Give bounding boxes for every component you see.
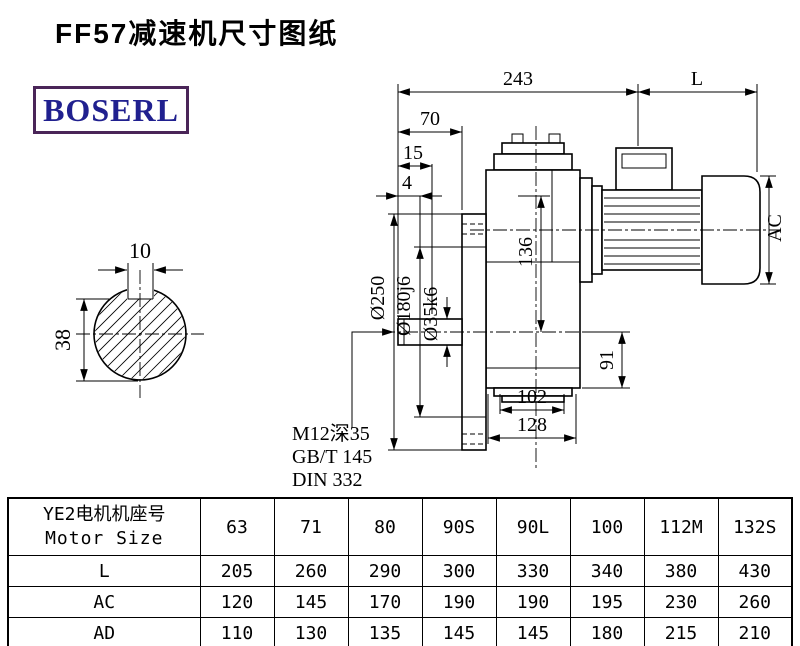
size-col: 63 [199,497,275,556]
cell: 230 [643,586,719,618]
terminal-box [615,147,673,191]
cell: 180 [569,617,645,646]
dia-35-label: Ø35k6 [420,287,442,341]
motor-size-header: YE2电机机座号 Motor Size [7,497,201,556]
dimension-lines: 10 38 243 L 70 15 [50,68,786,451]
motor-fins [604,197,700,265]
cell: 380 [643,555,719,587]
cell: 260 [273,555,349,587]
cell: 210 [717,617,793,646]
dim-15: 15 [403,142,423,164]
cell: 145 [495,617,571,646]
dim-70: 70 [420,108,440,130]
keyway-notch [127,285,154,299]
cell: 290 [347,555,423,587]
cell: 145 [421,617,497,646]
header-cn: YE2电机机座号 [42,503,166,525]
dim-91: 91 [596,350,618,370]
tapped-hole-note: M12深35 GB/T 145 DIN 332 [292,328,394,491]
size-col: 90L [495,497,571,556]
dim-243: 243 [503,68,533,90]
dim-136: 136 [515,237,537,267]
table-row-AD: AD 110 130 135 145 145 180 215 210 [7,617,793,646]
gear-housing [485,133,581,403]
brand-logo: BOSERL [33,86,189,134]
motor [579,147,761,285]
dim-l: L [691,68,703,90]
row-label: AC [7,586,201,618]
main-view [358,126,780,468]
row-label: AD [7,617,201,646]
cell: 215 [643,617,719,646]
technical-drawing: 10 38 243 L 70 15 [50,68,786,491]
table-row-L: L 205 260 290 300 330 340 380 430 [7,555,793,587]
dim-10: 10 [129,238,151,263]
cell: 300 [421,555,497,587]
cell: 205 [199,555,275,587]
cell: 260 [717,586,793,618]
table-row-AC: AC 120 145 170 190 190 195 230 260 [7,586,793,618]
dim-ac: AC [764,214,786,242]
cell: 190 [421,586,497,618]
dim-128: 128 [517,414,547,436]
page-title: FF57减速机尺寸图纸 [55,18,339,49]
table-header-row: YE2电机机座号 Motor Size 63 71 80 90S 90L 100… [7,497,793,556]
size-col: 90S [421,497,497,556]
dim-38: 38 [50,329,75,351]
row-label: L [7,555,201,587]
size-col: 112M [643,497,719,556]
cell: 130 [273,617,349,646]
size-col: 100 [569,497,645,556]
cell: 190 [495,586,571,618]
motor-size-table: YE2电机机座号 Motor Size 63 71 80 90S 90L 100… [7,497,793,646]
dim-4: 4 [402,172,412,194]
cell: 145 [273,586,349,618]
dim-102: 102 [517,386,547,408]
cell: 110 [199,617,275,646]
size-col: 80 [347,497,423,556]
cell: 340 [569,555,645,587]
cell: 170 [347,586,423,618]
cell: 430 [717,555,793,587]
note-din: DIN 332 [292,469,363,491]
size-col: 132S [717,497,793,556]
header-en: Motor Size [45,528,164,549]
dia-250-label: Ø250 [367,276,389,320]
dia-180-label: Ø180j6 [393,276,415,336]
cell: 120 [199,586,275,618]
size-col: 71 [273,497,349,556]
cell: 195 [569,586,645,618]
cell: 135 [347,617,423,646]
cell: 330 [495,555,571,587]
note-tap: M12深35 [292,422,370,445]
note-gb: GB/T 145 [292,446,372,468]
